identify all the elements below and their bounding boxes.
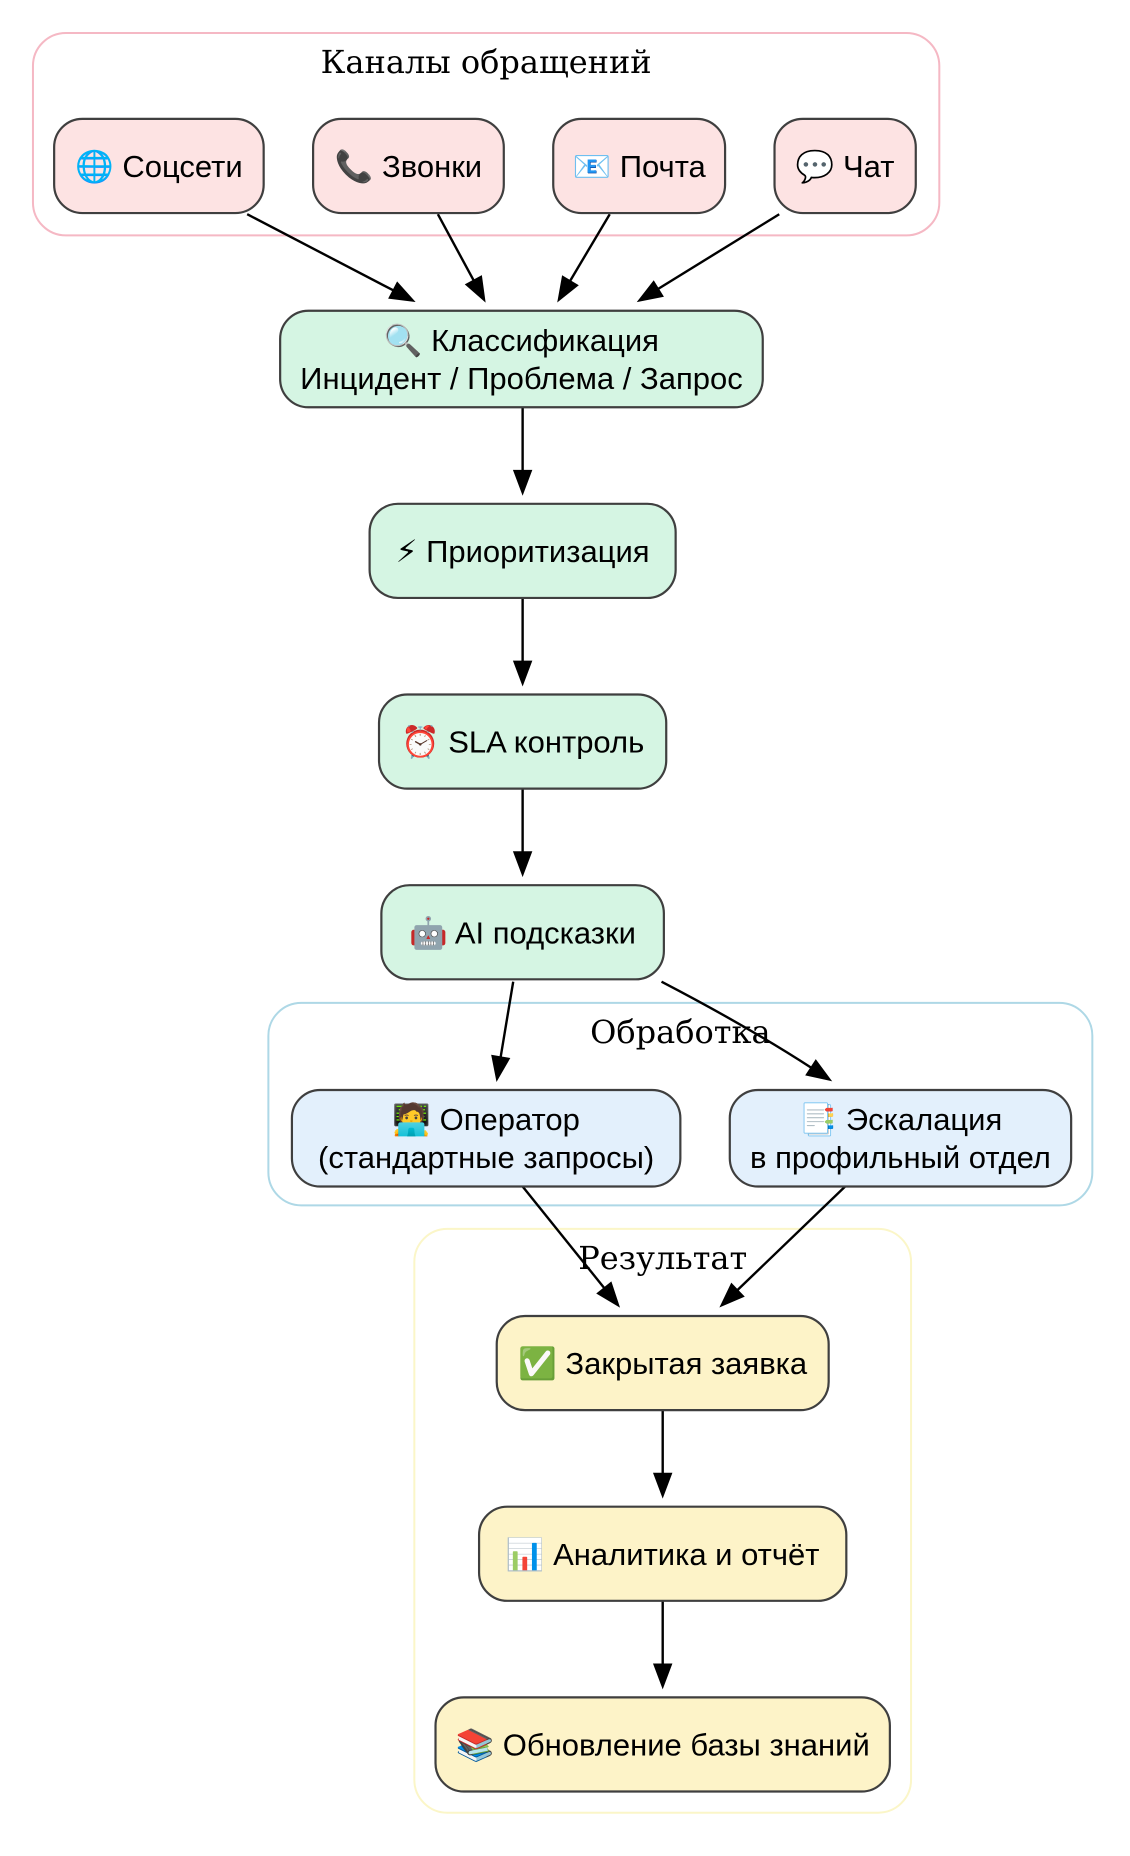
edge-line xyxy=(736,1185,846,1291)
arrowhead xyxy=(512,851,533,878)
arrowhead xyxy=(805,1059,833,1082)
edge-line xyxy=(246,213,394,292)
edge-line xyxy=(499,981,515,1058)
arrowhead xyxy=(464,275,486,303)
arrowhead xyxy=(491,1054,511,1082)
edge-line xyxy=(436,213,475,281)
node-analytics-box xyxy=(477,1505,848,1602)
node-closed-label: ✅ Закрытая заявка xyxy=(518,1345,808,1381)
node-priority-box xyxy=(368,502,677,600)
arrowhead xyxy=(596,1281,621,1308)
node-calls: 📞 Звонки xyxy=(312,117,505,215)
node-calls-label: 📞 Звонки xyxy=(335,146,482,184)
cluster-result: Результат xyxy=(413,1227,913,1814)
edge-closed-to-analytics xyxy=(652,1410,673,1499)
edge-calls-to-classify xyxy=(436,213,486,303)
edge-chat-to-classify xyxy=(636,213,780,303)
node-analytics: 📊 Аналитика и отчёт xyxy=(477,1505,848,1602)
edge-social-to-classify xyxy=(246,213,416,302)
node-social: 🌐 Соцсети xyxy=(53,117,265,215)
node-operator: 🧑‍💻 Оператор(стандартные запросы) xyxy=(290,1088,682,1188)
node-closed-box xyxy=(495,1314,830,1412)
node-calls-box xyxy=(312,117,505,215)
node-classify-box xyxy=(279,309,764,409)
node-classify-label: 🔍 Классификация xyxy=(384,320,659,358)
edge-classify-to-priority xyxy=(512,407,533,496)
arrowhead xyxy=(652,1663,673,1690)
node-operator-box xyxy=(290,1088,682,1188)
node-priority-label: ⚡ Приоритизация xyxy=(396,534,650,569)
node-closed: ✅ Закрытая заявка xyxy=(495,1314,830,1412)
edge-line xyxy=(660,980,812,1069)
cluster-processing-border xyxy=(267,1001,1094,1207)
node-chat-box xyxy=(773,117,917,215)
node-operator-label: 🧑‍💻 Оператор xyxy=(392,1100,579,1137)
node-mail: 📧 Почта xyxy=(552,117,727,215)
node-ai: 🤖 AI подсказки xyxy=(380,884,665,981)
arrowhead xyxy=(719,1282,745,1308)
node-chat: 💬 Чат xyxy=(773,117,917,215)
arrowhead xyxy=(512,469,533,496)
edge-operator-to-closed xyxy=(521,1185,621,1308)
node-escalation-label: 📑 Эскалация xyxy=(799,1101,1003,1137)
node-sla-label: ⏰ SLA контроль xyxy=(401,723,644,760)
arrowhead xyxy=(636,280,664,303)
edge-line xyxy=(521,1185,606,1289)
edge-analytics-to-kb xyxy=(652,1600,673,1690)
arrowhead xyxy=(557,275,579,303)
edge-mail-to-classify xyxy=(557,213,611,303)
node-kb-box xyxy=(434,1696,891,1793)
node-sla-box xyxy=(377,693,668,790)
edge-ai-to-escalation xyxy=(660,980,833,1082)
node-mail-box xyxy=(552,117,727,215)
node-ai-label: 🤖 AI подсказки xyxy=(409,914,636,950)
node-priority: ⚡ Приоритизация xyxy=(368,502,677,600)
cluster-result-label: Результат xyxy=(578,1239,747,1277)
edge-line xyxy=(569,213,611,282)
cluster-channels-label: Каналы обращений xyxy=(321,43,652,81)
node-sla: ⏰ SLA контроль xyxy=(377,693,668,790)
cluster-channels-border xyxy=(31,31,941,237)
cluster-result-border xyxy=(413,1227,913,1814)
node-operator-sublabel: (стандартные запросы) xyxy=(318,1140,654,1175)
node-ai-box xyxy=(380,884,665,981)
edge-priority-to-sla xyxy=(512,597,533,687)
node-mail-label: 📧 Почта xyxy=(573,149,707,184)
arrowhead xyxy=(388,281,416,302)
node-social-box xyxy=(53,117,265,215)
edge-sla-to-ai xyxy=(512,788,533,878)
node-kb-label: 📚 Обновление базы знаний xyxy=(456,1727,870,1762)
edge-line xyxy=(657,213,780,290)
arrowhead xyxy=(512,660,533,687)
node-chat-label: 💬 Чат xyxy=(796,148,895,184)
node-kb: 📚 Обновление базы знаний xyxy=(434,1696,891,1793)
edge-ai-to-operator xyxy=(491,981,515,1082)
node-classify-sublabel: Инцидент / Проблема / Запрос xyxy=(300,361,743,396)
node-social-label: 🌐 Соцсети xyxy=(75,148,242,184)
node-escalation-box xyxy=(728,1088,1073,1188)
node-escalation-sublabel: в профильный отдел xyxy=(750,1140,1051,1175)
node-analytics-label: 📊 Аналитика и отчёт xyxy=(506,1536,820,1572)
cluster-processing: Обработка xyxy=(267,1001,1094,1207)
cluster-processing-label: Обработка xyxy=(590,1013,770,1051)
arrowhead xyxy=(652,1472,673,1499)
cluster-channels: Каналы обращений xyxy=(31,31,941,237)
edge-escalation-to-closed xyxy=(719,1185,846,1308)
